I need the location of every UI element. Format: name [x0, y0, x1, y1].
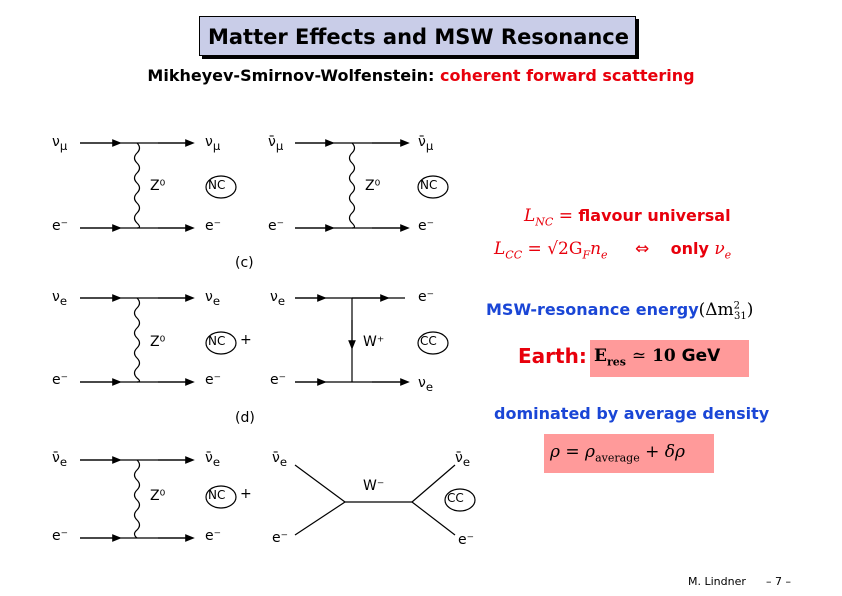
label-e-in: e⁻ [270, 372, 287, 388]
label-z0: Z⁰ [365, 178, 381, 194]
label-nuebar-in: ν̄e [272, 450, 287, 469]
label-e-out: e⁻ [205, 528, 222, 544]
label-e-in: e⁻ [268, 218, 285, 234]
label-e-out: e⁻ [458, 532, 475, 548]
label-numu-out: νμ [205, 134, 221, 153]
label-nue-out: νe [418, 375, 433, 394]
label-numu-in: νμ [52, 134, 68, 153]
label-cc: CC [420, 334, 437, 348]
subtitle-name: Mikheyev-Smirnov-Wolfenstein: [147, 66, 435, 85]
density-equation-box: ρ = ρaverage + δρ [544, 434, 714, 473]
label-nc: NC [208, 488, 226, 502]
label-e-out: e⁻ [205, 372, 222, 388]
label-e-in: e⁻ [52, 372, 69, 388]
subtitle-highlight: coherent forward scattering [440, 66, 695, 85]
label-e-in: e⁻ [52, 218, 69, 234]
plus-sign: + [240, 486, 252, 502]
footer-author: M. Lindner [688, 575, 746, 588]
footer-page-number: – 7 – [766, 575, 791, 588]
msw-resonance-energy: MSW-resonance energy(Δm231) [486, 300, 754, 323]
earth-label: Earth: [518, 344, 587, 368]
z-boson-propagator [133, 142, 141, 229]
plus-sign: + [240, 332, 252, 348]
label-cc: CC [447, 491, 464, 505]
caption-c: (c) [235, 255, 254, 271]
label-nue-in: νe [52, 289, 67, 308]
label-z0: Z⁰ [150, 178, 166, 194]
label-nc: NC [208, 334, 226, 348]
label-numubar-in: ν̄μ [268, 134, 284, 153]
equation-lcc: LCC = √2GFne ⇔ only νe [494, 239, 732, 262]
earth-energy-box: Eres ≃ 10 GeV [590, 340, 749, 377]
label-e-in: e⁻ [272, 530, 289, 546]
label-nuebar-in: ν̄e [52, 450, 67, 469]
label-nc: NC [208, 178, 226, 192]
label-z0: Z⁰ [150, 488, 166, 504]
label-numubar-out: ν̄μ [418, 134, 434, 153]
label-nuebar-out: ν̄e [455, 450, 470, 469]
page-title: Matter Effects and MSW Resonance [207, 25, 629, 49]
label-nue-out: νe [205, 289, 220, 308]
label-e-out: e⁻ [418, 289, 435, 305]
subtitle: Mikheyev-Smirnov-Wolfenstein: coherent f… [0, 66, 842, 85]
caption-d: (d) [235, 410, 255, 426]
equation-lnc: LNC = flavour universal [524, 206, 731, 229]
label-nc: NC [420, 178, 438, 192]
label-w-minus: W⁻ [363, 478, 385, 494]
label-e-in: e⁻ [52, 528, 69, 544]
label-e-out: e⁻ [205, 218, 222, 234]
title-box: Matter Effects and MSW Resonance [199, 16, 636, 56]
density-label: dominated by average density [494, 404, 770, 423]
label-z0: Z⁰ [150, 334, 166, 350]
label-w-plus: W⁺ [363, 334, 385, 350]
label-nuebar-out: ν̄e [205, 450, 220, 469]
label-nue-in: νe [270, 289, 285, 308]
label-e-out: e⁻ [418, 218, 435, 234]
